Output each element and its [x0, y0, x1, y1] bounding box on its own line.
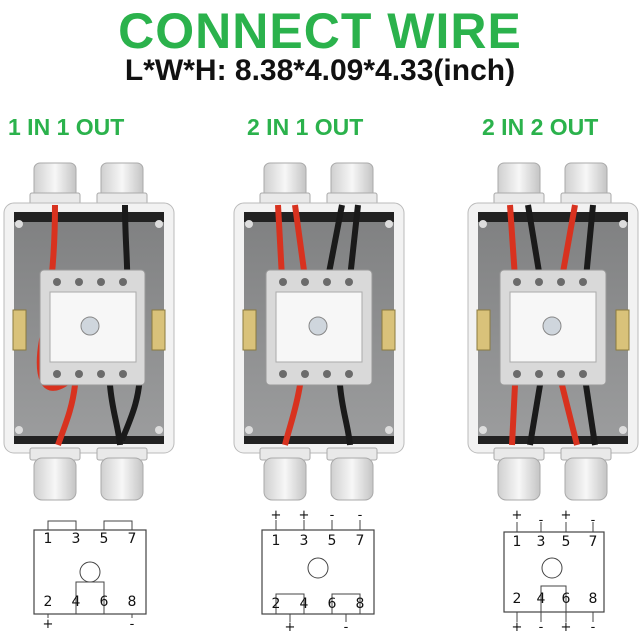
cable-gland-top-left: [493, 162, 545, 206]
polarity-sign: -: [358, 508, 363, 523]
pin-8: 8: [589, 591, 598, 607]
pin-5: 5: [100, 531, 109, 547]
cable-gland-top-right: [560, 162, 612, 206]
dimensions-text: L*W*H: 8.38*4.09*4.33(inch): [124, 54, 516, 87]
enclosure-1-in-1-out: [3, 162, 175, 501]
pin-2: 2: [272, 596, 281, 612]
pin-6: 6: [100, 594, 109, 610]
page-title: CONNECT WIRE: [118, 3, 522, 59]
cable-gland-top-right: [96, 162, 148, 206]
polarity-sign: -: [591, 620, 596, 633]
pin-3: 3: [72, 531, 81, 547]
polarity-sign: -: [344, 620, 349, 633]
pin-1: 1: [513, 534, 522, 550]
cable-gland-bottom-right: [96, 447, 148, 501]
cable-gland-bottom-left: [259, 447, 311, 501]
pin-1: 1: [272, 533, 281, 549]
pin-1: 1: [44, 531, 53, 547]
polarity-sign: +: [43, 617, 54, 632]
enclosure-2-in-1-out: [233, 162, 405, 501]
pin-7: 7: [356, 533, 365, 549]
pin-5: 5: [328, 533, 337, 549]
pin-7: 7: [128, 531, 137, 547]
pin-3: 3: [537, 534, 546, 550]
cable-gland-bottom-left: [493, 447, 545, 501]
wiring-diagram-2-in-1-out: + + - - 1 3 5 7 2 4 6 8 + -: [261, 508, 375, 633]
pin-2: 2: [44, 594, 53, 610]
cable-gland-bottom-left: [29, 447, 81, 501]
config-label-2-in-2-out: 2 IN 2 OUT: [482, 114, 599, 140]
config-label-1-in-1-out: 1 IN 1 OUT: [8, 114, 125, 140]
pin-3: 3: [300, 533, 309, 549]
cable-gland-top-left: [29, 162, 81, 206]
pin-8: 8: [128, 594, 137, 610]
polarity-sign: -: [330, 508, 335, 523]
polarity-sign: +: [561, 508, 572, 523]
cable-gland-bottom-right: [560, 447, 612, 501]
cable-gland-top-left: [259, 162, 311, 206]
cable-gland-bottom-right: [326, 447, 378, 501]
polarity-sign: +: [285, 620, 296, 633]
config-label-2-in-1-out: 2 IN 1 OUT: [247, 114, 364, 140]
pin-8: 8: [356, 596, 365, 612]
polarity-sign: +: [299, 508, 310, 523]
polarity-sign: +: [512, 620, 523, 633]
enclosure-2-in-2-out: [467, 162, 639, 501]
pin-4: 4: [537, 591, 546, 607]
pin-6: 6: [328, 596, 337, 612]
polarity-sign: -: [130, 617, 135, 632]
pin-4: 4: [300, 596, 309, 612]
polarity-sign: +: [561, 620, 572, 633]
polarity-sign: -: [591, 513, 596, 528]
polarity-sign: -: [539, 620, 544, 633]
polarity-sign: -: [539, 513, 544, 528]
polarity-sign: +: [512, 508, 523, 523]
polarity-sign: +: [271, 508, 282, 523]
pin-6: 6: [562, 591, 571, 607]
cable-gland-top-right: [326, 162, 378, 206]
wiring-diagram-1-in-1-out: 1 3 5 7 2 4 6 8 + -: [33, 520, 147, 632]
pin-7: 7: [589, 534, 598, 550]
pin-4: 4: [72, 594, 81, 610]
pin-5: 5: [562, 534, 571, 550]
pin-2: 2: [513, 591, 522, 607]
wiring-diagram-2-in-2-out: + - + - 1 3 5 7 2 4 6 8 + - + -: [503, 508, 605, 633]
